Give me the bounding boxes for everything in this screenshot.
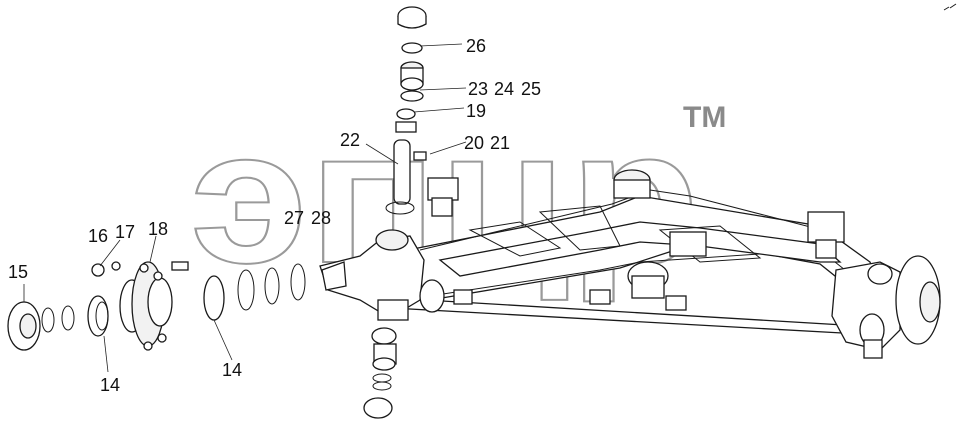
callout-27: 27 — [284, 208, 304, 228]
trademark-mark: TM — [683, 101, 726, 134]
callout-25: 25 — [521, 79, 541, 99]
leader-lines — [23, 43, 467, 373]
callout-16: 16 — [88, 226, 108, 246]
callout-17: 17 — [115, 222, 135, 242]
right-hub-assembly — [831, 255, 941, 359]
callout-15: 15 — [8, 262, 28, 282]
callout-14-right: 14 — [222, 360, 242, 380]
center-mounts — [427, 169, 845, 299]
left-hub-exploded — [7, 261, 347, 351]
kingpin-upper-stack — [385, 6, 427, 215]
callout-19: 19 — [466, 101, 486, 121]
callout-26: 26 — [466, 36, 486, 56]
left-steering-knuckle — [319, 229, 473, 321]
callout-18: 18 — [148, 219, 168, 239]
callout-28: 28 — [311, 208, 331, 228]
kingpin-lower-stack — [363, 327, 397, 419]
callout-22: 22 — [340, 130, 360, 150]
callout-21: 21 — [490, 133, 510, 153]
callout-23: 23 — [468, 79, 488, 99]
callout-20: 20 — [464, 133, 484, 153]
corner-mark-icon — [943, 3, 957, 11]
callout-24: 24 — [494, 79, 514, 99]
callout-14-left: 14 — [100, 375, 120, 395]
